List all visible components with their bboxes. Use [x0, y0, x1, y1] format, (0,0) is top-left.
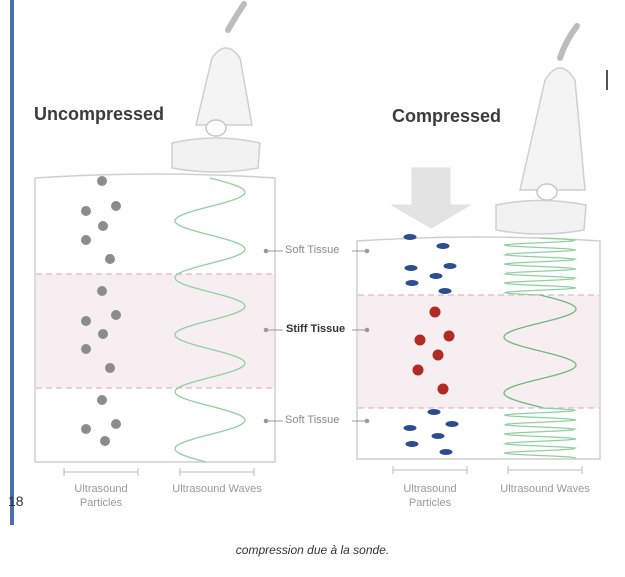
compressed-soft-particle — [427, 409, 441, 415]
uncompressed-particle — [98, 221, 108, 231]
compressed-title: Compressed — [392, 106, 502, 126]
compressed-wave-soft-bottom — [502, 407, 578, 459]
uncompressed-stiff-band — [36, 274, 274, 388]
compressed-stiff-particle — [414, 334, 426, 346]
tissue-label-connectors — [263, 248, 370, 424]
uncompressed-particle — [81, 316, 91, 326]
compressed-panel — [356, 23, 601, 474]
uncompressed-axis-ticks — [63, 468, 255, 476]
compressed-soft-particle — [439, 449, 453, 455]
uncompressed-particle — [81, 235, 91, 245]
compressed-particles-label: Ultrasound Particles — [403, 483, 457, 509]
compression-arrow-icon — [390, 167, 472, 229]
uncompressed-particle — [81, 206, 91, 216]
uncompressed-particle — [111, 201, 121, 211]
uncompressed-waves — [174, 177, 246, 463]
ultrasound-probe-icon — [171, 1, 261, 173]
compressed-stiff-particle — [429, 306, 441, 318]
compressed-stiff-particle — [432, 349, 444, 361]
uncompressed-particle — [98, 329, 108, 339]
compressed-soft-particle — [405, 441, 419, 447]
figure-caption: compression due à la sonde. — [235, 543, 390, 557]
ultrasound-probe-icon — [495, 23, 587, 235]
compressed-soft-particle — [404, 265, 418, 271]
uncompressed-particle — [105, 254, 115, 264]
uncompressed-particles-label: Ultrasound Particles — [74, 483, 128, 509]
slide-edge-bar — [10, 0, 14, 525]
uncompressed-particle — [105, 363, 115, 373]
tissue-label-soft-bottom: Soft Tissue — [285, 414, 340, 426]
uncompressed-particle — [100, 436, 110, 446]
uncompressed-panel — [34, 1, 276, 476]
uncompressed-particle — [81, 344, 91, 354]
uncompressed-title: Uncompressed — [34, 104, 165, 124]
tissue-label-soft-top: Soft Tissue — [285, 244, 340, 256]
uncompressed-particle — [111, 419, 121, 429]
uncompressed-particle — [97, 286, 107, 296]
compressed-stiff-particle — [443, 330, 455, 342]
uncompressed-particle — [97, 395, 107, 405]
compressed-soft-particle — [403, 425, 417, 431]
compressed-stiff-particle — [437, 383, 449, 395]
compressed-soft-particle — [443, 263, 457, 269]
compressed-wave-stiff — [503, 294, 577, 409]
compressed-stiff-particle — [412, 364, 424, 376]
compressed-soft-particle — [429, 273, 443, 279]
compressed-soft-particle — [445, 421, 459, 427]
compressed-soft-particle — [405, 280, 419, 286]
uncompressed-wave — [174, 177, 246, 463]
compressed-soft-particle — [403, 234, 417, 240]
compressed-waves — [502, 237, 578, 459]
compressed-soft-particle — [436, 243, 450, 249]
uncompressed-waves-label: Ultrasound Waves — [172, 483, 262, 495]
compressed-stiff-band — [358, 295, 599, 408]
compressed-axis-ticks — [392, 466, 583, 474]
slide-number: 18 — [8, 493, 24, 509]
compressed-wave-soft-top — [502, 237, 578, 296]
uncompressed-particle — [111, 310, 121, 320]
slide-corner-mark — [606, 70, 608, 90]
tissue-label-stiff: Stiff Tissue — [286, 323, 346, 335]
compressed-soft-particle — [431, 433, 445, 439]
uncompressed-particle — [81, 424, 91, 434]
uncompressed-particles — [81, 176, 121, 446]
uncompressed-particle — [97, 176, 107, 186]
compressed-soft-particle — [438, 288, 452, 294]
compressed-waves-label: Ultrasound Waves — [500, 483, 590, 495]
compressed-particles — [403, 234, 459, 455]
